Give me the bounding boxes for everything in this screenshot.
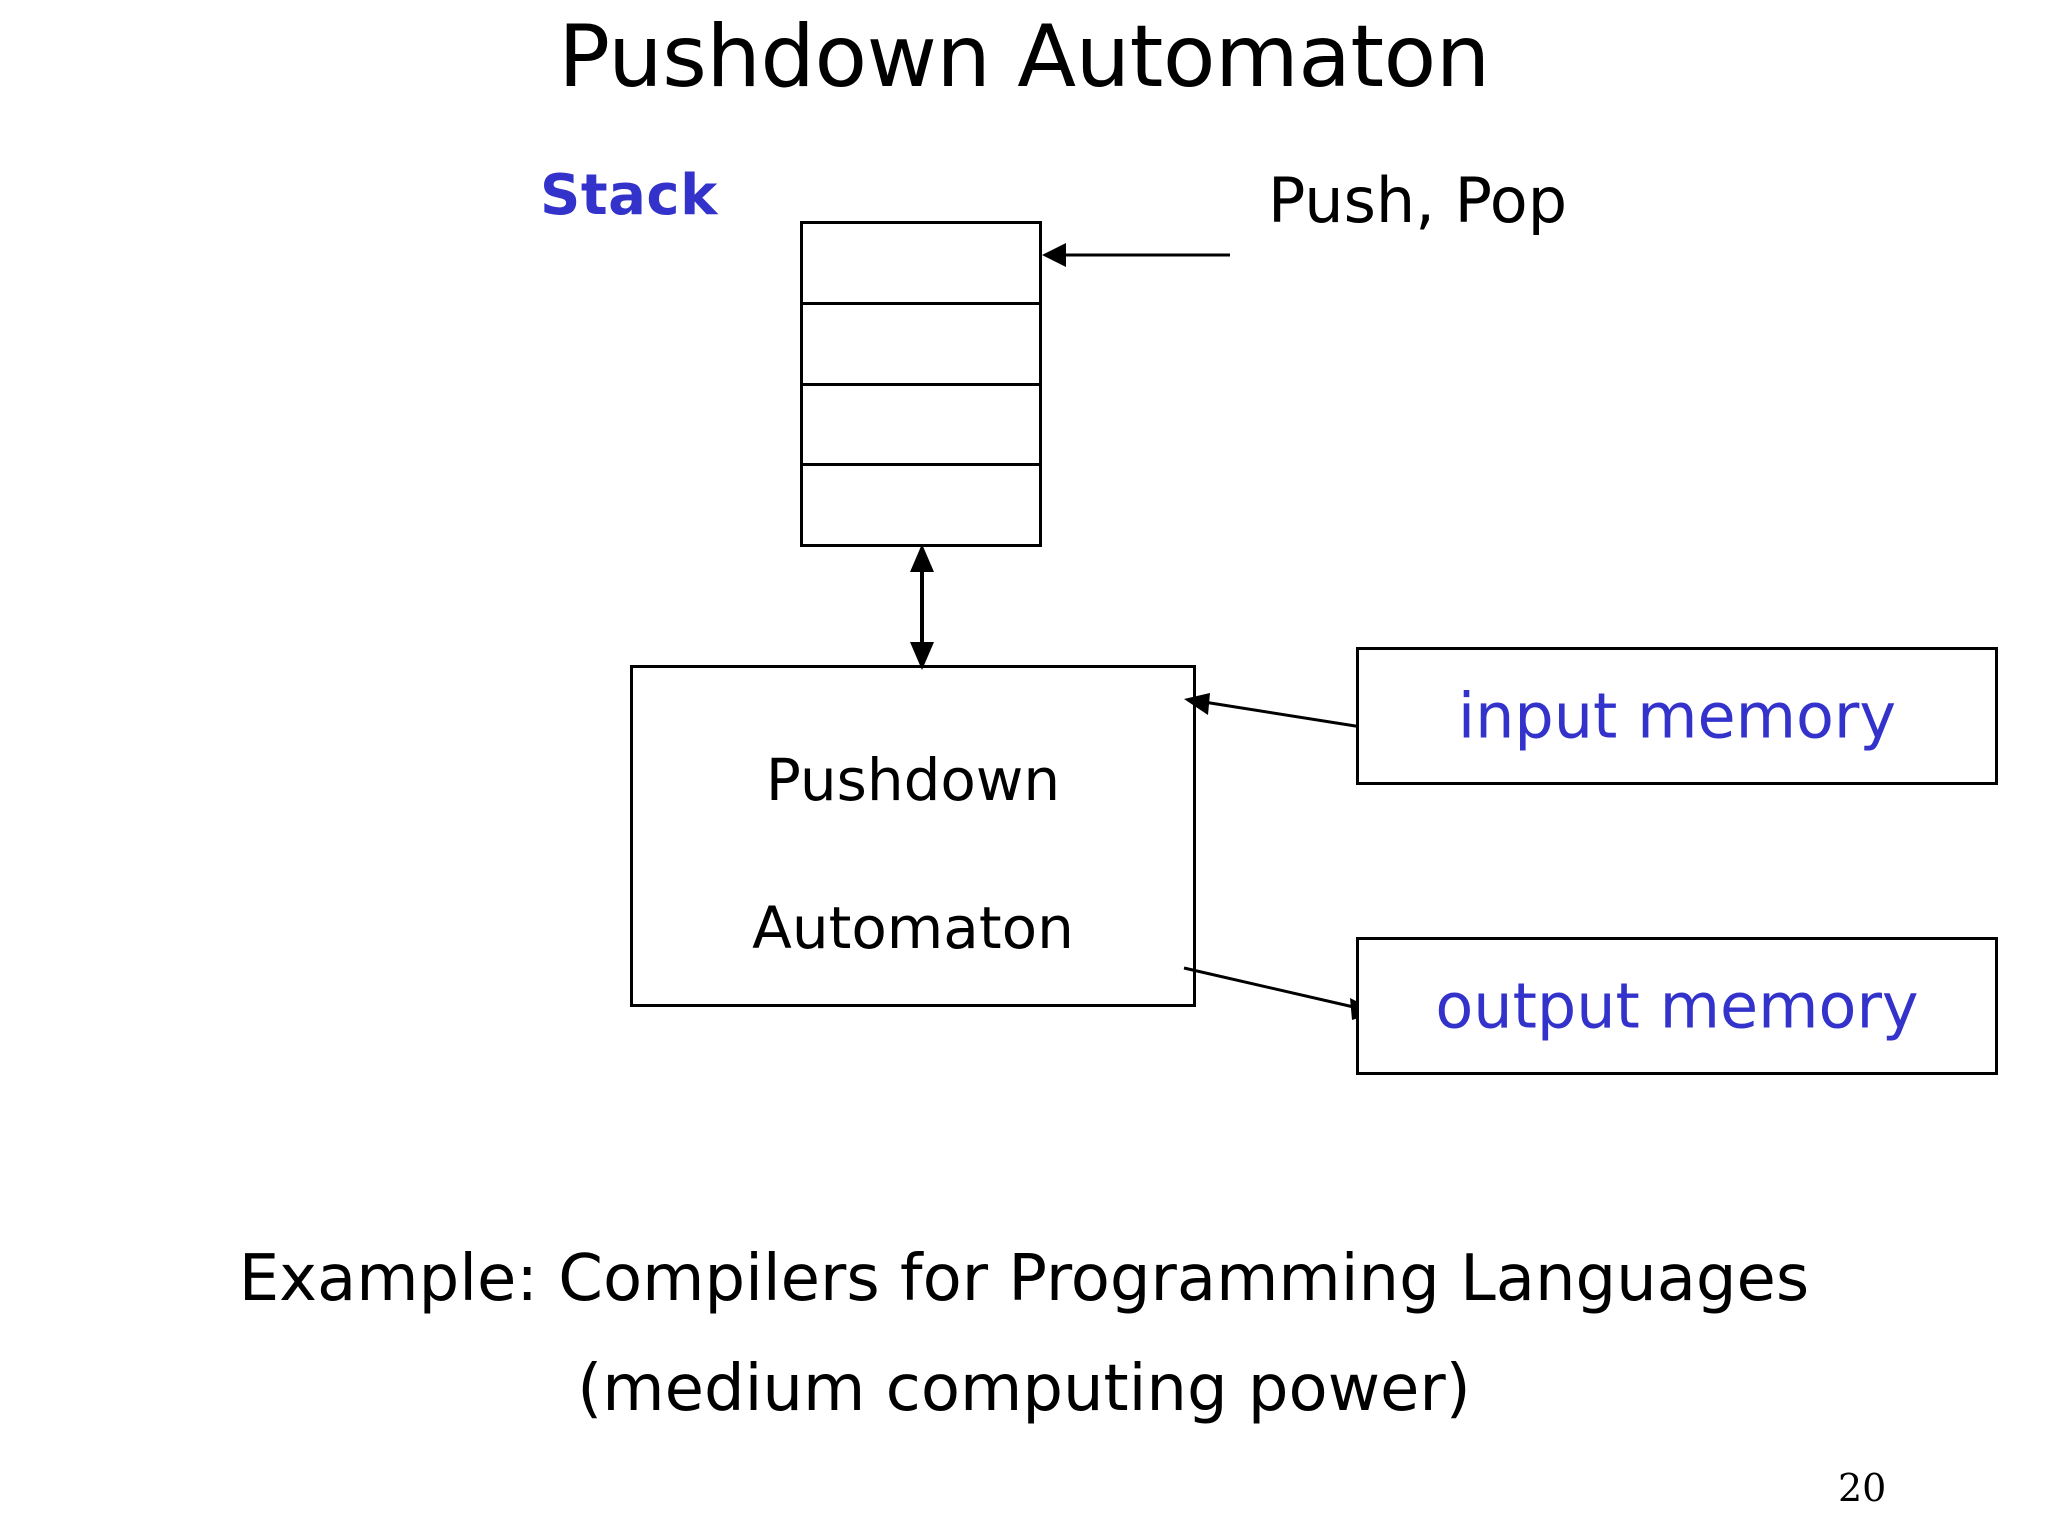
output-memory-box: output memory <box>1356 937 1998 1075</box>
pushdown-automaton-box: Pushdown Automaton <box>630 665 1196 1007</box>
output-memory-arrow <box>1180 950 1380 1030</box>
push-pop-arrow <box>1040 225 1240 285</box>
pda-label-line1: Pushdown <box>765 746 1061 814</box>
push-pop-label: Push, Pop <box>1268 164 1568 237</box>
stack-cell <box>803 386 1039 467</box>
stack-cell <box>803 224 1039 305</box>
page-number: 20 <box>1838 1466 1887 1510</box>
example-line-2: (medium computing power) <box>577 1352 1471 1426</box>
page-title: Pushdown Automaton <box>558 7 1490 107</box>
stack-label: Stack <box>540 163 718 228</box>
stack-pda-bidirectional-arrow <box>890 544 954 670</box>
stack-cell <box>803 305 1039 386</box>
output-memory-label: output memory <box>1435 969 1919 1043</box>
stack-box <box>800 221 1042 547</box>
input-memory-label: input memory <box>1457 679 1897 753</box>
pda-label-line2: Automaton <box>752 894 1074 962</box>
example-line-1: Example: Compilers for Programming Langu… <box>238 1242 1810 1316</box>
stack-cell <box>803 466 1039 544</box>
input-memory-box: input memory <box>1356 647 1998 785</box>
input-memory-arrow <box>1180 690 1370 740</box>
